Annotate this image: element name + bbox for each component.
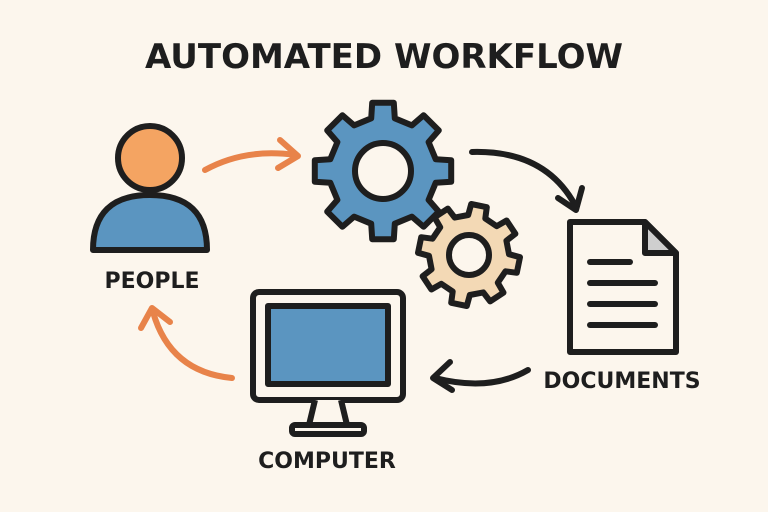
document-icon	[567, 219, 679, 355]
diagram-title: AUTOMATED WORKFLOW	[145, 37, 623, 77]
documents-label: DOCUMENTS	[543, 369, 700, 394]
small-gear-icon	[415, 201, 523, 309]
arrow-computer-to-people	[138, 305, 235, 381]
arrow-documents-to-computer	[430, 359, 531, 393]
arrow-people-to-gears	[202, 137, 301, 173]
arrow-gears-to-documents	[469, 148, 585, 213]
computer-monitor-icon	[250, 289, 406, 437]
people-label: PEOPLE	[104, 269, 199, 294]
large-gear-icon	[311, 99, 455, 243]
person-icon	[90, 123, 210, 253]
computer-label: COMPUTER	[258, 449, 396, 474]
